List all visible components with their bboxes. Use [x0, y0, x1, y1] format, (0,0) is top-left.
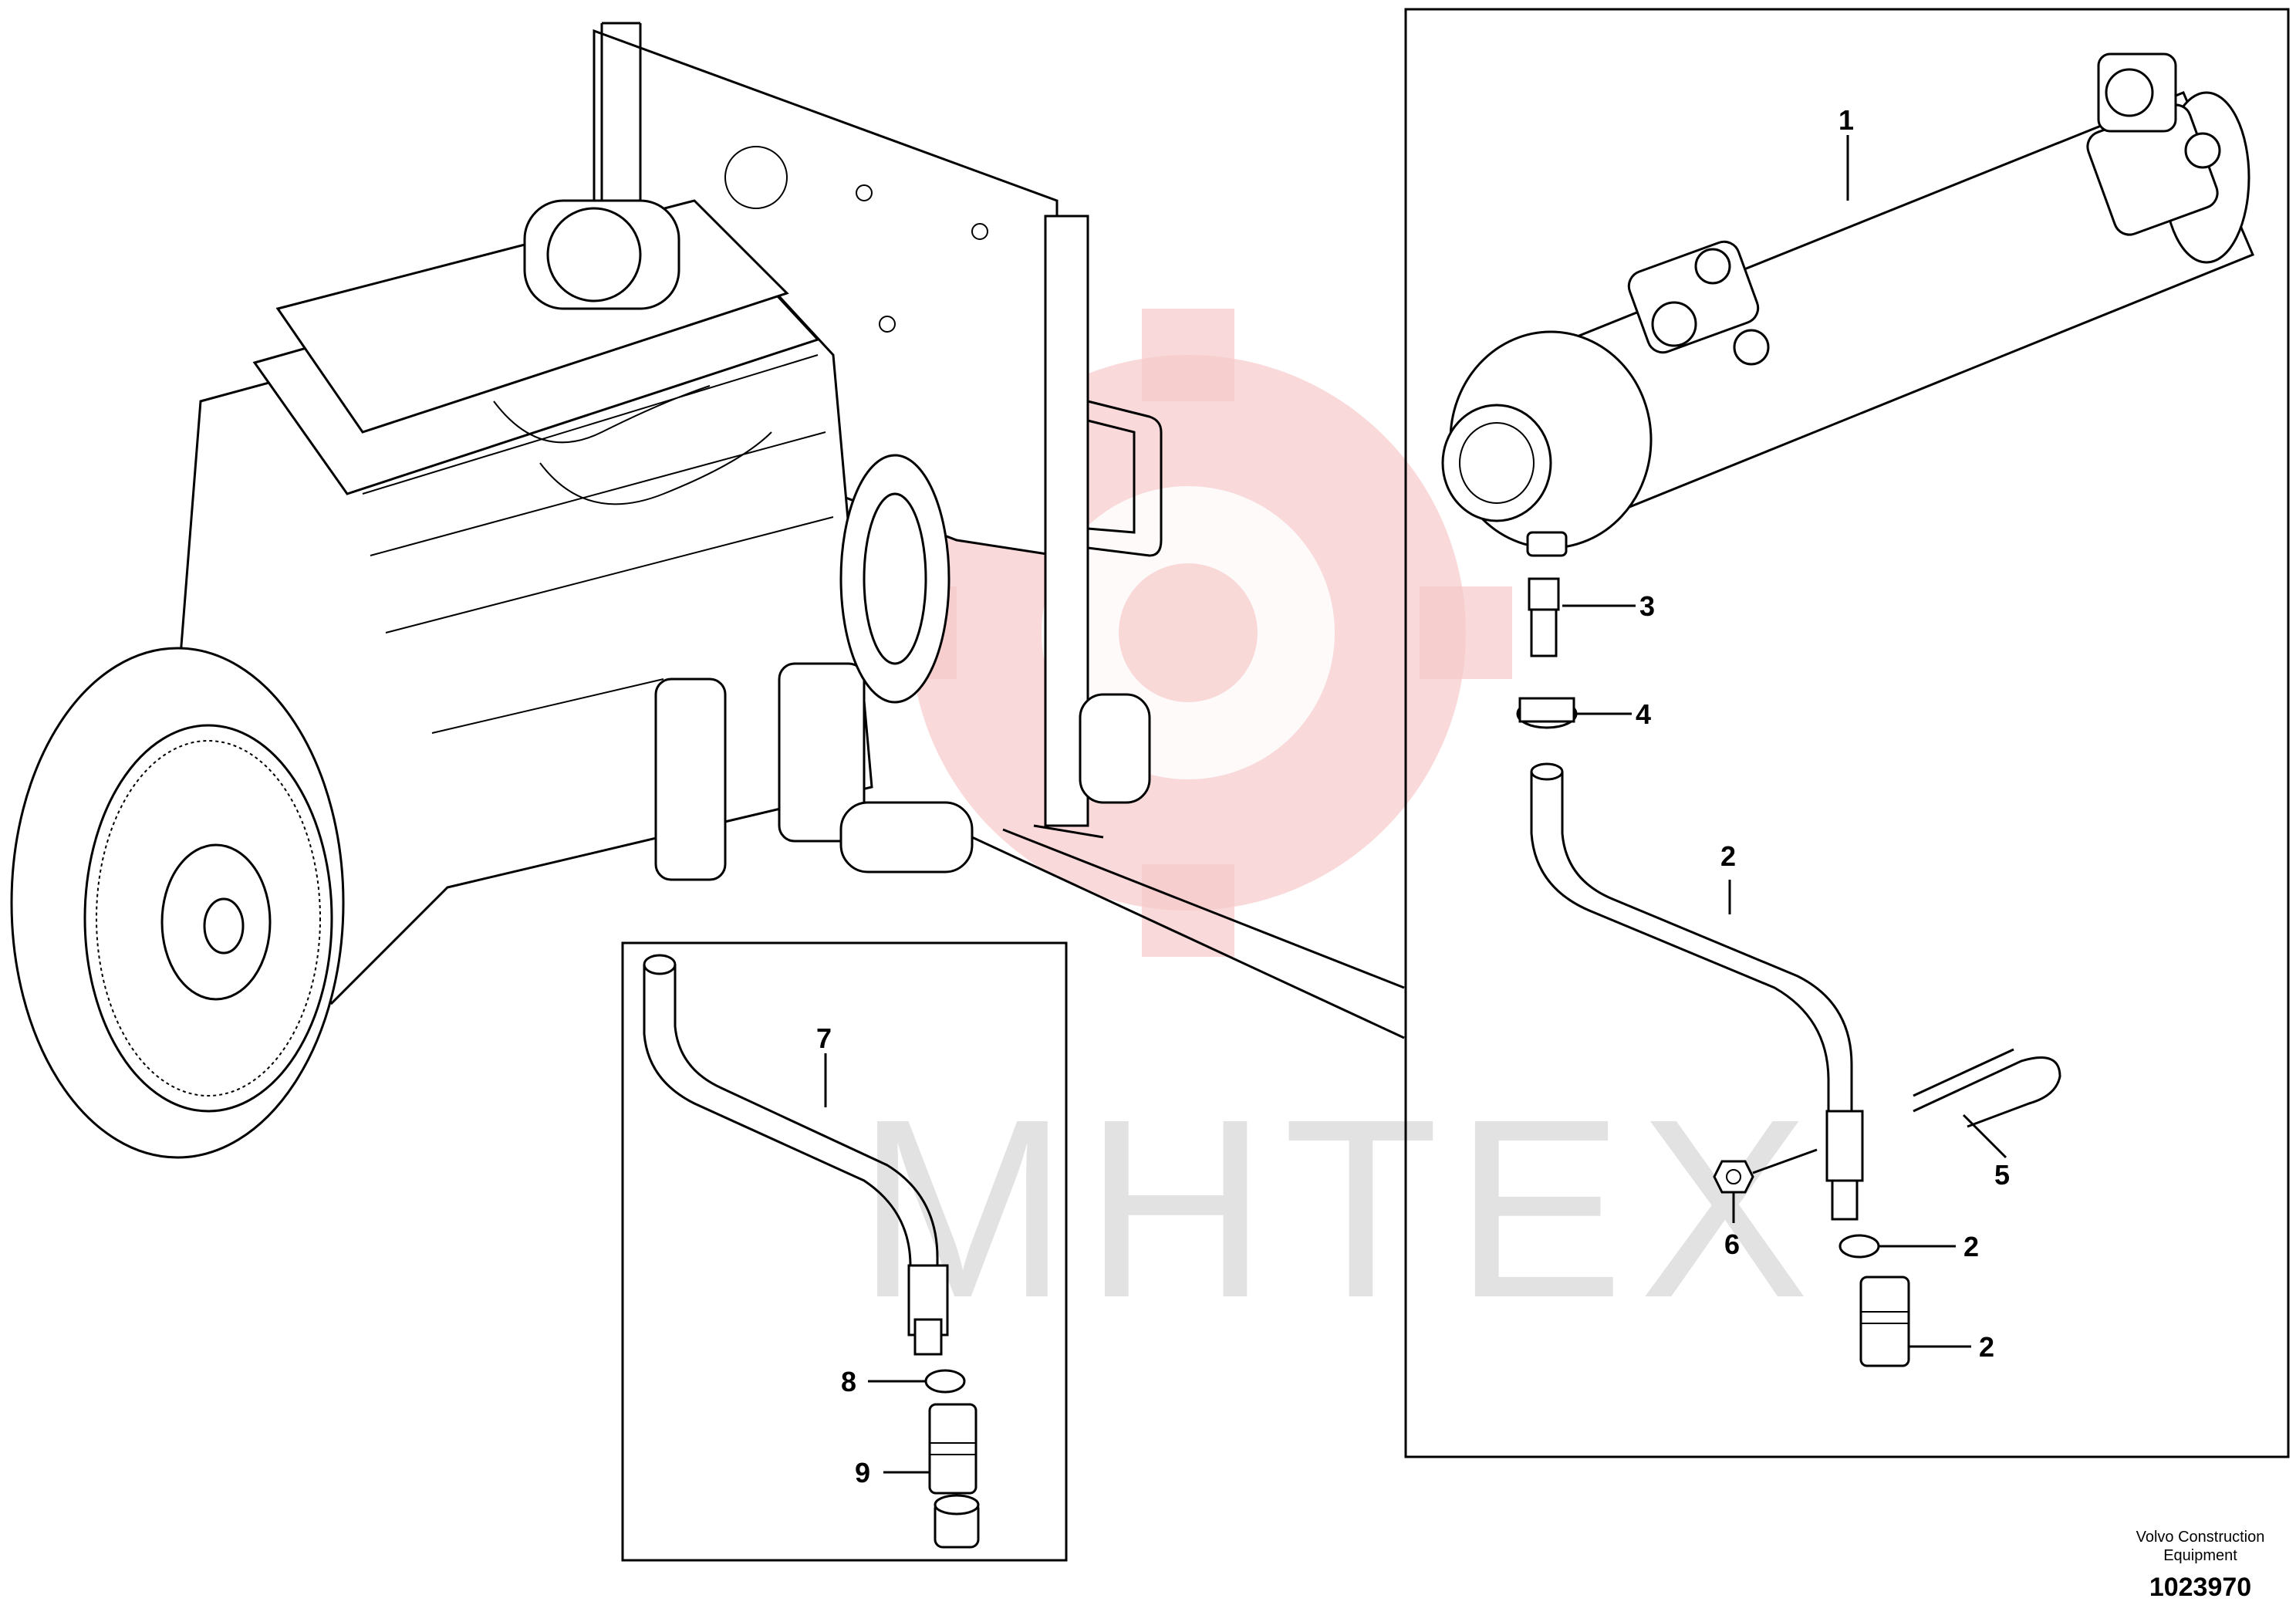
callout-7: 7 [816, 1022, 832, 1054]
callout-4: 4 [1636, 698, 1651, 730]
washer-part-8 [924, 1369, 966, 1394]
fuel-filter [654, 678, 727, 881]
oil-pipe-part-2 [1530, 772, 1830, 1127]
callout-6: 6 [1724, 1228, 1740, 1260]
oil-cooler-part-1 [1441, 52, 2254, 557]
engine-assembly [10, 22, 1405, 1159]
hose-clamp-part-4 [1516, 697, 1578, 729]
callout-5: 5 [1994, 1159, 2010, 1191]
adapter-part-9 [928, 1403, 977, 1495]
callout-3: 3 [1639, 590, 1655, 622]
company-credit: Volvo Construction Equipment [2136, 1529, 2265, 1564]
callout-2c: 2 [1979, 1331, 1994, 1363]
callout-2b: 2 [1963, 1231, 1979, 1262]
callout-8: 8 [841, 1366, 856, 1397]
pipe-fitting [1825, 1110, 1864, 1182]
callout-1: 1 [1838, 104, 1854, 136]
oil-filter [778, 662, 866, 843]
callout-2a: 2 [1720, 840, 1736, 872]
adapter-part-2 [1859, 1276, 1910, 1367]
callout-9: 9 [855, 1457, 870, 1489]
u-bolt-part-5 [1913, 1056, 2061, 1128]
detail-box-main: 1 3 4 2 5 6 2 2 [1404, 8, 2290, 1458]
nut-part-6 [1713, 1160, 1754, 1194]
nipple-part-3 [1528, 577, 1560, 657]
engine-oil-cooler [839, 801, 974, 874]
washer-part-2 [1838, 1234, 1880, 1259]
oil-pipe-part-7 [643, 965, 912, 1281]
detail-box-alternative: 7 8 9 [621, 941, 1068, 1562]
detail-leader-line [971, 836, 1405, 1039]
drawing-number: 1023970 [2149, 1573, 2252, 1602]
watermark-text: MHTEX [856, 1066, 1825, 1350]
